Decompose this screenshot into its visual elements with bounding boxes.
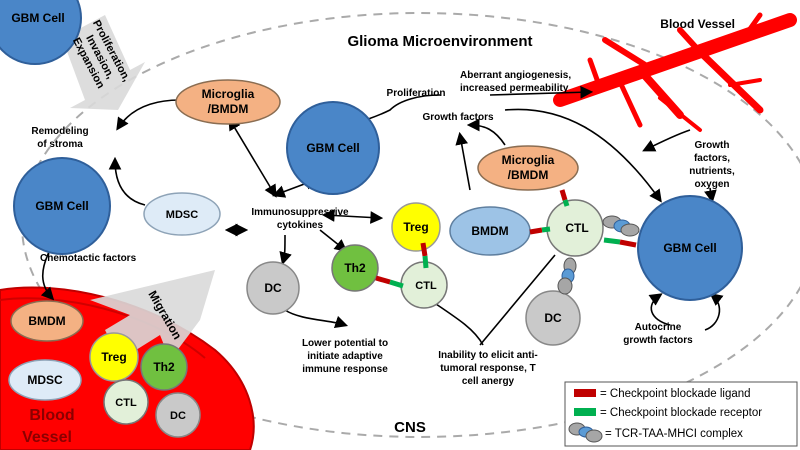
cns-label: CNS [394, 419, 426, 436]
blood-vessel-bottom-label-1: Blood [29, 407, 74, 424]
bv-ctl-cell [103, 379, 149, 425]
growth-nutrients-label-3: nutrients, [689, 166, 735, 177]
microglia-right [477, 145, 579, 191]
bv-bmdm-cell [10, 300, 84, 342]
inability-label-2: tumoral response, T [440, 363, 536, 374]
dc-center-cell [246, 261, 300, 315]
gbm-cell-right [637, 195, 743, 301]
gbm-label-left: GBM Cell [35, 199, 88, 213]
legend-tcr-text: = TCR-TAA-MHCI complex [605, 428, 743, 440]
bv-mdsc-cell [8, 359, 82, 401]
blood-vessel-top-label: Blood Vessel [660, 17, 735, 31]
growth-factors-label: Growth factors [422, 112, 494, 123]
mdsc-label: MDSC [166, 209, 198, 221]
blood-vessel-top [553, 12, 797, 132]
legend: = Checkpoint blockade ligand = Checkpoin… [564, 381, 798, 447]
growth-nutrients-label-4: oxygen [694, 179, 729, 190]
bv-mdsc-label: MDSC [27, 373, 63, 387]
autocrine-label-2: growth factors [623, 335, 693, 346]
gbm-cell-center [286, 101, 380, 195]
bv-ctl-label: CTL [115, 397, 137, 409]
microglia-right-label-2: /BMDM [508, 168, 549, 182]
immunosuppressive-label-2: cytokines [277, 220, 324, 231]
gbm-label-topleft: GBM Cell [11, 11, 64, 25]
treg-cell [391, 202, 441, 252]
inability-label-1: Inability to elicit anti- [438, 350, 537, 361]
receptor-legend-swatch [574, 408, 596, 416]
dc-center-label: DC [264, 281, 282, 295]
immunosuppressive-label-1: Immunosuppressive [251, 207, 349, 218]
lower-potential-label-3: immune response [302, 364, 388, 375]
gbm-label-center: GBM Cell [306, 141, 359, 155]
bv-bmdm-label: BMDM [28, 314, 65, 328]
treg-label: Treg [403, 220, 428, 234]
bv-treg-cell [89, 332, 139, 382]
ctl-big-label: CTL [565, 221, 588, 235]
bv-treg-label: Treg [101, 350, 126, 364]
gbm-label-right: GBM Cell [663, 241, 716, 255]
bv-th2-label: Th2 [153, 360, 175, 374]
bv-dc-cell [155, 392, 201, 438]
proliferation-big-arrow [62, 15, 145, 110]
aberrant-label-1: Aberrant angiogenesis, [460, 70, 571, 81]
growth-nutrients-label-1: Growth [695, 140, 730, 151]
bv-th2-cell [140, 343, 188, 391]
microglia-left-label-2: /BMDM [208, 102, 249, 116]
blood-vessel-bottom-label-2: Vessel [22, 429, 72, 446]
inability-label-3: cell anergy [462, 376, 515, 387]
checkpoint-markers [375, 189, 637, 289]
bv-dc-label: DC [170, 410, 186, 422]
dc-right-cell [525, 290, 581, 346]
gbm-cell-topleft [0, 0, 82, 65]
growth-nutrients-label-2: factors, [694, 153, 730, 164]
gbm-cell-left [13, 157, 111, 255]
legend-receptor-text: = Checkpoint blockade receptor [600, 407, 762, 419]
th2-cell [331, 244, 379, 292]
remodeling-label-2: of stroma [37, 139, 83, 150]
proliferation-label: Proliferation [387, 88, 446, 99]
th2-label: Th2 [344, 261, 366, 275]
aberrant-label-2: increased permeability [460, 83, 569, 94]
lower-potential-label-1: Lower potential to [302, 338, 388, 349]
tcr-complex-icon [557, 215, 640, 295]
tcr-legend-icon [568, 422, 603, 443]
mdsc-cell [143, 192, 221, 236]
microglia-left-label-1: Microglia [202, 87, 255, 101]
autocrine-label-1: Autocrine [635, 322, 682, 333]
microglia-right-label-1: Microglia [502, 153, 555, 167]
ctl-small-label: CTL [415, 280, 437, 292]
remodeling-label-1: Remodeling [31, 126, 88, 137]
lower-potential-label-2: initiate adaptive [307, 351, 383, 362]
legend-ligand-text: = Checkpoint blockade ligand [600, 388, 751, 400]
microglia-left [175, 79, 281, 125]
bmdm-right-label: BMDM [471, 224, 508, 238]
dc-right-label: DC [544, 311, 562, 325]
ligand-legend-swatch [574, 389, 596, 397]
title: Glioma Microenvironment [347, 33, 532, 50]
chemotactic-label: Chemotactic factors [40, 253, 137, 264]
